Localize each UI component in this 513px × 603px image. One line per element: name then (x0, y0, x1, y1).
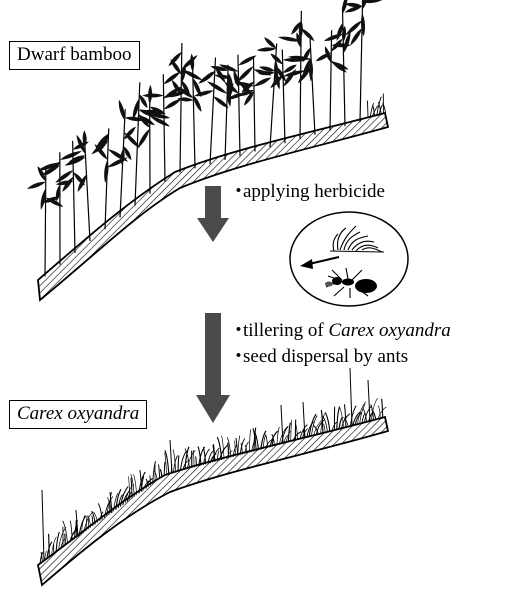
bamboo-leaf (193, 95, 201, 112)
ant-seed-dispersal-inset (290, 212, 408, 306)
carex-blade (249, 429, 250, 452)
bamboo-stem (180, 43, 182, 173)
bamboo-stem (238, 55, 240, 156)
carex-blade (344, 404, 345, 427)
species-name: Carex oxyandra (328, 320, 450, 341)
bamboo-leaf (344, 6, 362, 12)
carex-blade (150, 475, 151, 485)
step-seed-dispersal: ・seed dispersal by ants (229, 345, 408, 368)
carex-culm (350, 368, 352, 426)
bamboo-leaf (257, 47, 277, 51)
carex-blade (98, 503, 102, 519)
grass-blade (367, 101, 368, 118)
bamboo-leaf (264, 37, 276, 48)
bottom-slope-ground (38, 417, 388, 585)
carex-blade (228, 443, 229, 459)
carex-blade (288, 423, 290, 443)
bamboo-stem (330, 30, 332, 130)
step-tillering: ・tillering of Carex oxyandra (229, 319, 451, 342)
step-text: seed dispersal by ants (243, 346, 408, 367)
carex-blade (178, 455, 179, 471)
carex-culm (170, 440, 172, 473)
bamboo-leaf (104, 159, 108, 183)
carex-culm (281, 405, 283, 444)
bamboo-leaf (142, 93, 164, 97)
carex-blade (49, 534, 50, 557)
down-arrow-icon (196, 313, 230, 423)
carex-oxyandra-label: Carex oxyandra (9, 400, 147, 429)
carex-blade (222, 436, 224, 460)
bamboo-stem (45, 167, 46, 277)
bamboo-leaf (254, 77, 271, 86)
carex-blade (164, 462, 165, 476)
carex-culm (368, 380, 370, 421)
bullet: ・ (229, 345, 243, 368)
bamboo-leaf (27, 182, 46, 189)
carex-blade (382, 399, 383, 418)
carex-culm (42, 490, 44, 561)
carex-blade (296, 425, 298, 440)
bamboo-leaf (164, 99, 182, 109)
carex-blade (154, 470, 157, 480)
bamboo-stem (282, 50, 285, 144)
carex-blade (323, 424, 325, 433)
bamboo-leaf (345, 3, 363, 7)
bamboo-leaf (119, 100, 125, 121)
carex-blade (277, 427, 279, 445)
bamboo-leaf (163, 72, 180, 85)
bamboo-leaf (182, 55, 198, 70)
carex-blade (309, 414, 316, 437)
down-arrow-icon (197, 186, 229, 242)
bamboo-stem (310, 39, 315, 135)
carex-blade (193, 450, 194, 467)
carex-blade (65, 534, 66, 546)
bamboo-stem (163, 74, 165, 182)
bullet: ・ (229, 180, 243, 203)
step-text: tillering of (243, 320, 328, 341)
bamboo-leaf (202, 71, 215, 81)
carex-culm (236, 438, 238, 456)
bullet: ・ (229, 319, 243, 342)
bamboo-leaf (190, 53, 194, 71)
carex-blade (160, 469, 162, 477)
bamboo-leaf (121, 148, 125, 164)
bamboo-leaf (138, 128, 150, 148)
bamboo-stem (84, 133, 90, 241)
carex-blade (158, 464, 159, 478)
bamboo-leaf (237, 66, 254, 82)
bamboo-leaf (337, 23, 343, 41)
bamboo-stem (253, 57, 255, 152)
step-applying-herbicide: ・applying herbicide (229, 180, 385, 203)
bamboo-leaf (301, 28, 314, 41)
step-text: applying herbicide (243, 181, 385, 202)
carex-blade (325, 412, 330, 431)
dwarf-bamboo-label: Dwarf bamboo (9, 41, 140, 70)
